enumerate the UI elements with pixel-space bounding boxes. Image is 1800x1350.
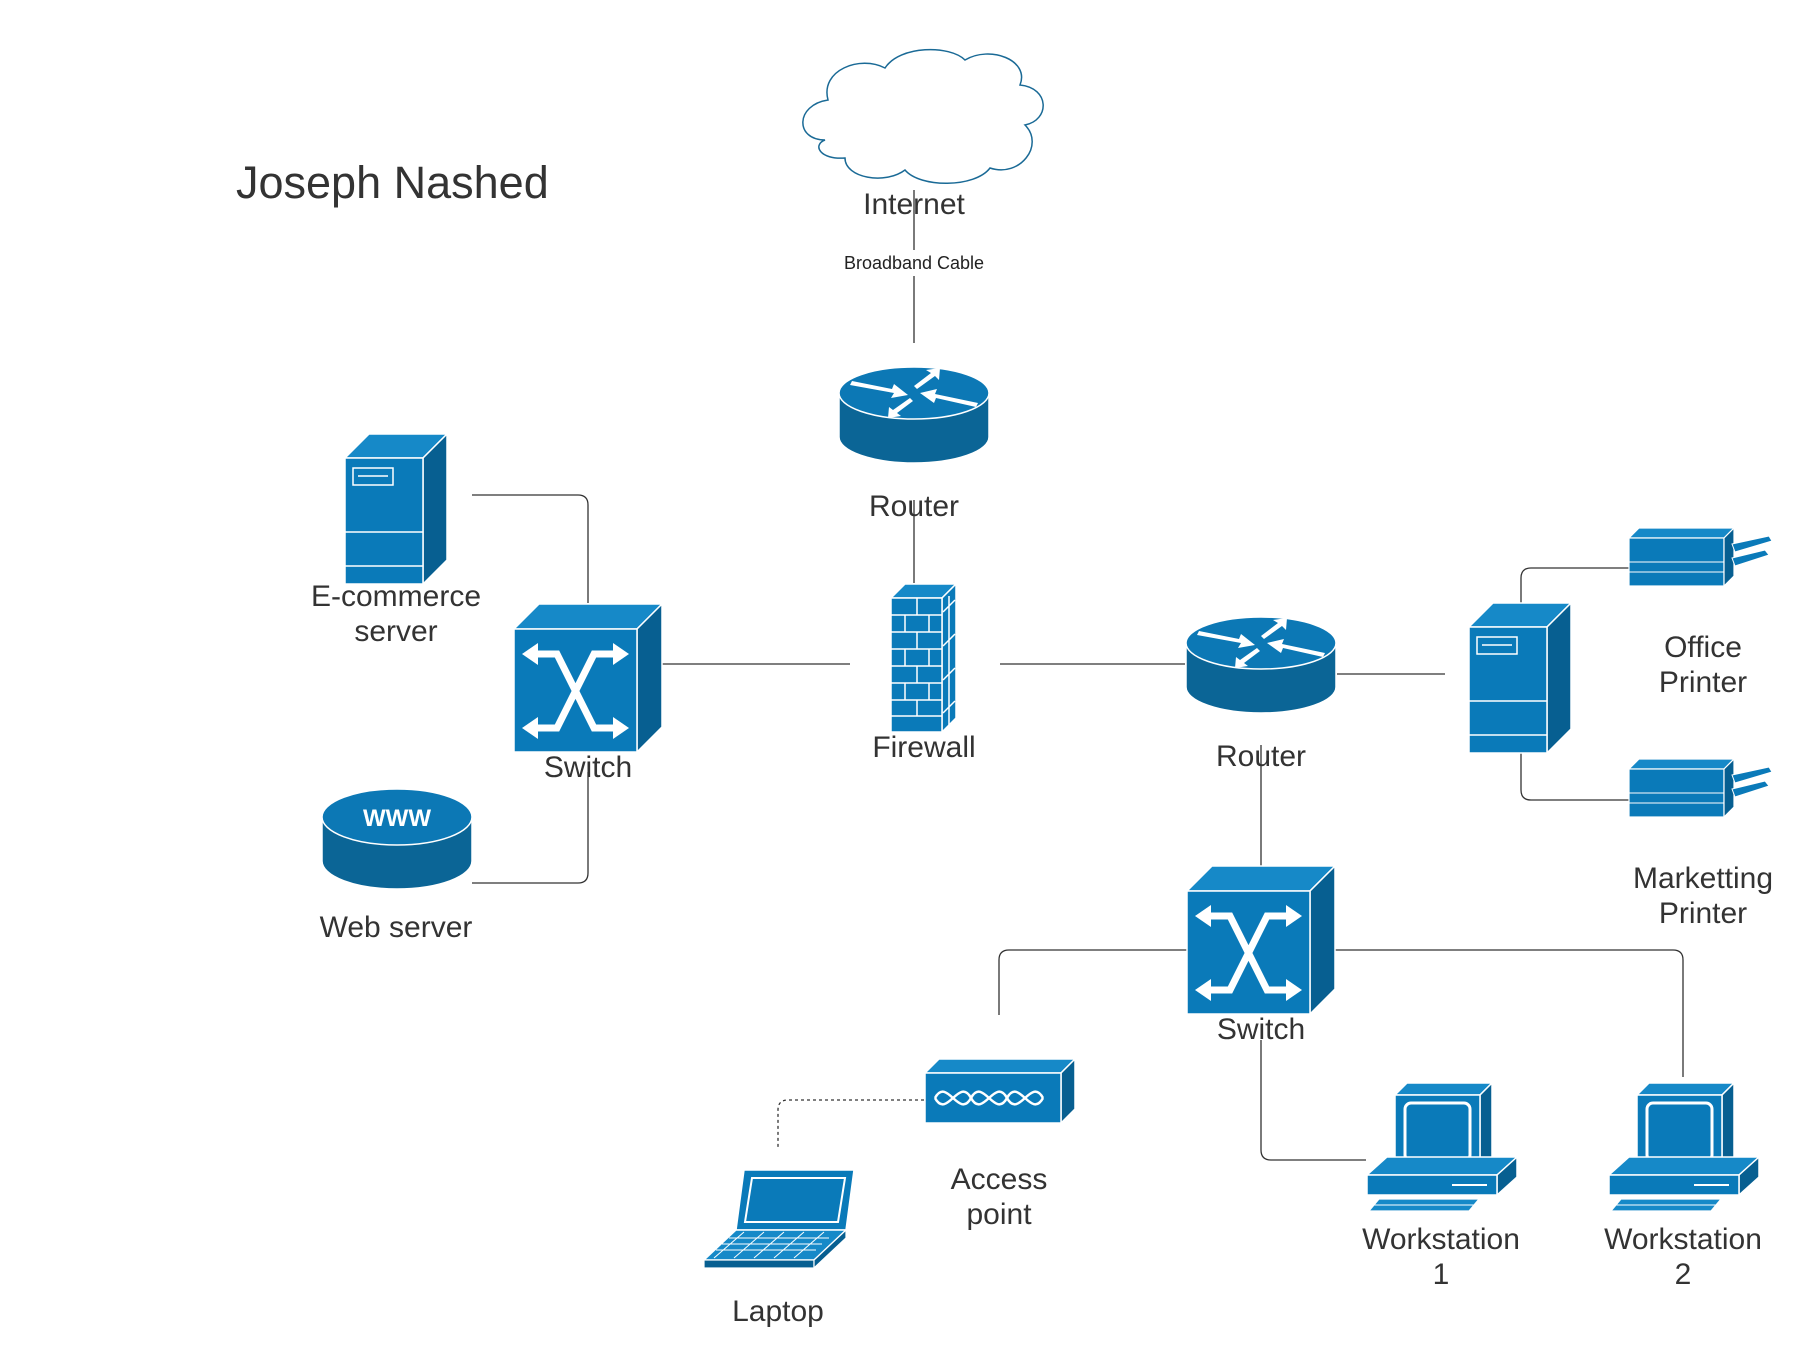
router-icon bbox=[1185, 616, 1337, 714]
switch-bottom-label: Switch bbox=[1217, 1013, 1305, 1046]
firewall-icon bbox=[889, 582, 958, 734]
access-point-node[interactable]: Access point bbox=[923, 1057, 1077, 1231]
link-switch-workstation2 bbox=[1335, 949, 1684, 1077]
laptop-icon bbox=[703, 1169, 855, 1269]
access-point-label-line1: Access bbox=[951, 1163, 1048, 1196]
link-switch-accesspoint bbox=[998, 949, 1187, 1015]
switch-icon bbox=[1187, 866, 1335, 1014]
ecommerce-label-line2: server bbox=[354, 615, 437, 648]
link-switch-workstation1 bbox=[1260, 1040, 1366, 1161]
broadband-label-bg bbox=[840, 250, 988, 276]
router-top-node[interactable]: Router bbox=[838, 366, 990, 523]
office-printer-node[interactable]: Office Printer bbox=[1628, 527, 1773, 699]
router-icon bbox=[838, 366, 990, 464]
router-top-label: Router bbox=[869, 490, 959, 523]
printer-icon bbox=[1628, 758, 1773, 818]
cloud-icon bbox=[802, 48, 1044, 184]
workstation-1-node[interactable]: Workstation 1 bbox=[1362, 1081, 1520, 1291]
connections bbox=[472, 190, 1684, 1161]
link-webserver-switch bbox=[472, 772, 589, 884]
workstation-2-label-line2: 2 bbox=[1675, 1258, 1692, 1291]
switch-left-node[interactable]: Switch bbox=[514, 604, 662, 784]
access-point-label-line2: point bbox=[966, 1198, 1032, 1231]
workstation-1-label-line1: Workstation bbox=[1362, 1223, 1520, 1256]
printer-icon bbox=[1628, 527, 1773, 587]
firewall-node[interactable]: Firewall bbox=[872, 582, 976, 764]
web-server-node[interactable]: WWW Web server bbox=[320, 788, 473, 944]
internet-node[interactable]: Internet bbox=[802, 48, 1044, 221]
broadband-cable-label: Broadband Cable bbox=[844, 253, 984, 273]
diagram-title: Joseph Nashed bbox=[236, 157, 549, 208]
print-server-node[interactable] bbox=[1468, 602, 1572, 754]
office-printer-label-line2: Printer bbox=[1659, 666, 1747, 699]
workstation-2-node[interactable]: Workstation 2 bbox=[1604, 1081, 1762, 1291]
web-server-label: Web server bbox=[320, 911, 473, 944]
switch-bottom-node[interactable]: Switch bbox=[1187, 866, 1335, 1046]
link-printserver-marketing bbox=[1520, 752, 1630, 801]
laptop-node[interactable]: Laptop bbox=[703, 1169, 855, 1328]
internet-label: Internet bbox=[863, 188, 965, 221]
workstation-icon bbox=[1365, 1081, 1519, 1213]
switch-icon bbox=[514, 604, 662, 752]
marketing-printer-label-line1: Marketting bbox=[1633, 862, 1773, 895]
workstation-1-label-line2: 1 bbox=[1433, 1258, 1450, 1291]
firewall-label: Firewall bbox=[872, 731, 975, 764]
router-right-label: Router bbox=[1216, 740, 1306, 773]
link-ecommerce-switch bbox=[472, 494, 589, 603]
www-text: WWW bbox=[363, 805, 431, 832]
server-tower-icon bbox=[344, 433, 448, 585]
access-point-icon bbox=[923, 1057, 1077, 1125]
web-server-icon: WWW bbox=[321, 788, 473, 890]
switch-left-label: Switch bbox=[544, 751, 632, 784]
office-printer-label-line1: Office bbox=[1664, 631, 1742, 664]
workstation-2-label-line1: Workstation bbox=[1604, 1223, 1762, 1256]
ecommerce-label-line1: E-commerce bbox=[311, 580, 481, 613]
marketing-printer-node[interactable]: Marketting Printer bbox=[1628, 758, 1773, 930]
marketing-printer-label-line2: Printer bbox=[1659, 897, 1747, 930]
server-tower-icon bbox=[1468, 602, 1572, 754]
link-printserver-office bbox=[1520, 567, 1630, 604]
laptop-label: Laptop bbox=[732, 1295, 824, 1328]
router-right-node[interactable]: Router bbox=[1185, 616, 1337, 773]
workstation-icon bbox=[1607, 1081, 1761, 1213]
link-accesspoint-laptop bbox=[777, 1099, 924, 1147]
ecommerce-server-node[interactable]: E-commerce server bbox=[311, 433, 481, 648]
